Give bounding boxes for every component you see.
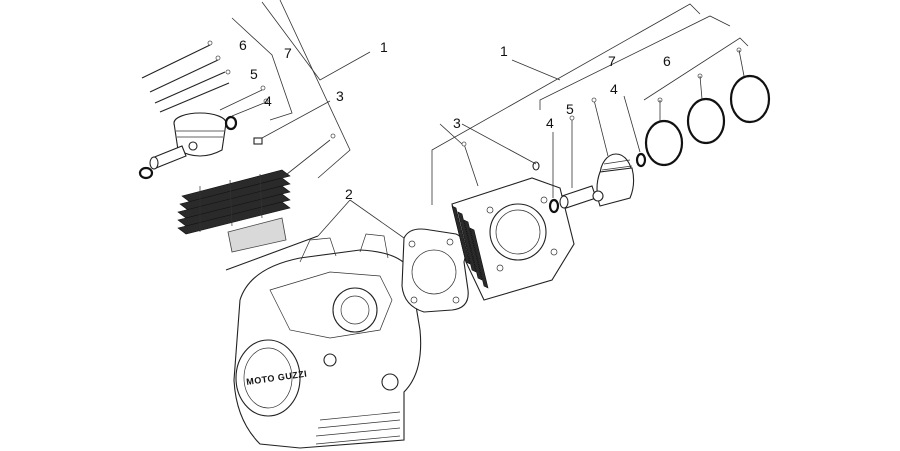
right-lead-3 — [461, 123, 537, 165]
left-callout-6: 6 — [239, 37, 247, 53]
right-lead-6b — [699, 75, 703, 100]
right-piston-ring-1 — [644, 119, 684, 167]
left-callout-1: 1 — [380, 39, 388, 55]
left-callout-7: 7 — [284, 45, 292, 61]
right-piston-pin — [559, 185, 597, 209]
right-lead-6c — [738, 49, 745, 77]
left-callout-5: 5 — [250, 66, 258, 82]
left-lead-2 — [317, 199, 351, 237]
left-exploded-group: 1 2 3 4 5 6 7 — [138, 0, 388, 271]
right-callout-1: 1 — [500, 43, 508, 59]
right-callout-7: 7 — [608, 53, 616, 69]
right-cylinder — [451, 141, 575, 301]
right-dot-5 — [569, 115, 575, 121]
left-ring-d — [159, 82, 230, 113]
left-ring-a — [141, 44, 211, 79]
left-ring-c — [154, 71, 226, 104]
left-dot-6b — [215, 55, 221, 61]
right-exploded-group: 1 3 4 5 6 7 4 — [431, 3, 771, 301]
right-lead-4b — [623, 95, 641, 153]
right-callout-4b: 4 — [610, 81, 618, 97]
left-bracket-outer — [279, 0, 351, 179]
left-callout-2: 2 — [345, 186, 353, 202]
left-dot-6a — [207, 40, 213, 46]
left-callout-3: 3 — [336, 88, 344, 104]
right-bracket-6 — [643, 37, 749, 101]
left-base-gasket — [225, 235, 319, 271]
left-lead-4 — [231, 102, 265, 117]
right-callout-4: 4 — [546, 115, 554, 131]
base-gasket — [349, 199, 469, 313]
left-bracket-7 — [231, 17, 293, 121]
right-lead-piston — [593, 99, 609, 157]
left-dowel — [253, 137, 263, 145]
right-circlip-right — [635, 152, 647, 168]
right-bracket-1b — [511, 59, 561, 81]
left-dot-5 — [260, 85, 266, 91]
crankcase: MOTO GUZZI — [233, 233, 422, 449]
left-dot-6c — [225, 69, 231, 75]
right-dot-piston — [591, 97, 597, 103]
right-piston-ring-3 — [729, 74, 771, 124]
left-dot-3 — [330, 133, 336, 139]
left-circlip-top — [224, 115, 238, 131]
right-piston-ring-2 — [686, 97, 726, 145]
left-circlip-bottom — [138, 166, 154, 180]
right-circlip-left — [548, 198, 560, 214]
right-piston — [592, 153, 635, 207]
right-callout-5: 5 — [566, 101, 574, 117]
left-bracket-1 — [261, 1, 371, 81]
right-callout-6: 6 — [663, 53, 671, 69]
right-bracket-1 — [431, 3, 701, 205]
left-piston — [173, 112, 227, 157]
left-lead-3 — [261, 100, 331, 139]
left-lead-5 — [219, 89, 263, 111]
left-cylinder — [177, 139, 331, 253]
left-ring-b — [149, 59, 219, 93]
left-piston-pin — [149, 145, 187, 170]
right-callout-3: 3 — [453, 115, 461, 131]
right-bracket-7 — [539, 15, 731, 110]
right-dowel — [532, 161, 540, 171]
left-dot-4 — [263, 98, 269, 104]
left-callout-4: 4 — [264, 93, 272, 109]
right-lead-3b — [439, 123, 463, 145]
